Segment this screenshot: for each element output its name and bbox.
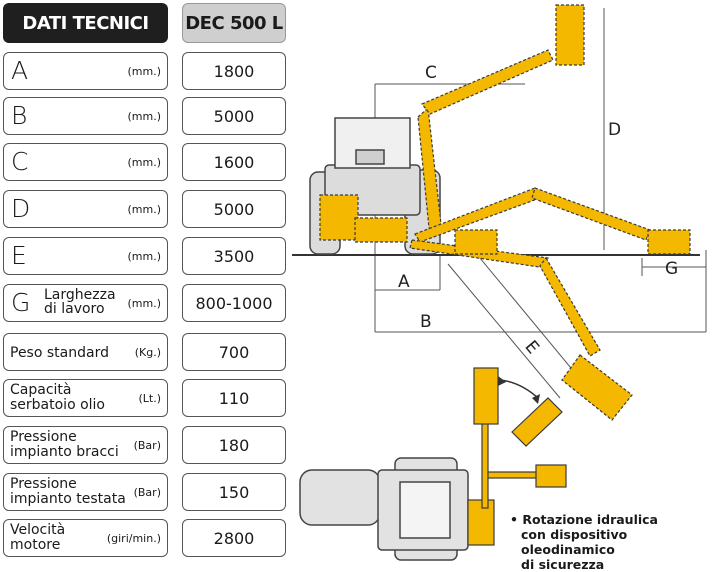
spec-row-peso: Peso standard (Kg.) 700 bbox=[3, 333, 286, 371]
table-header-title: DATI TECNICI bbox=[3, 3, 168, 43]
spec-label-box: A (mm.) bbox=[3, 52, 168, 90]
spec-line1: Pressione bbox=[10, 429, 77, 445]
spec-label-box: E (mm.) bbox=[3, 237, 168, 275]
spec-row-b: B (mm.) 5000 bbox=[3, 97, 286, 135]
spec-value: 180 bbox=[182, 426, 286, 464]
arm-side-view bbox=[319, 4, 691, 421]
spec-value: 2800 bbox=[182, 519, 286, 557]
spec-value: 1800 bbox=[182, 52, 286, 90]
spec-unit: (mm.) bbox=[127, 65, 161, 78]
note-line3: di sicurezza bbox=[521, 557, 605, 572]
spec-line1: Velocità bbox=[10, 522, 66, 538]
dim-label-g: G bbox=[665, 259, 678, 279]
spec-unit: (mm.) bbox=[127, 203, 161, 216]
spec-unit: (mm.) bbox=[127, 156, 161, 169]
spec-unit: (Bar) bbox=[133, 486, 161, 499]
tractor-top-icon bbox=[299, 457, 469, 561]
spec-row-a: A (mm.) 1800 bbox=[3, 52, 286, 90]
dimension-lines bbox=[374, 8, 707, 399]
spec-label-box: C (mm.) bbox=[3, 143, 168, 181]
spec-value: 1600 bbox=[182, 143, 286, 181]
rotation-note: • Rotazione idraulica con dispositivo ol… bbox=[510, 512, 712, 572]
spec-row-c: C (mm.) 1600 bbox=[3, 143, 286, 181]
spec-line2: impianto testata bbox=[10, 491, 126, 507]
spec-line2: serbatoio olio bbox=[10, 397, 105, 413]
spec-letter: A bbox=[11, 56, 29, 85]
spec-unit: (Lt.) bbox=[138, 392, 161, 405]
spec-value: 5000 bbox=[182, 190, 286, 228]
spec-line2: motore bbox=[10, 537, 61, 553]
spec-value: 3500 bbox=[182, 237, 286, 275]
spec-value: 700 bbox=[182, 333, 286, 371]
dim-label-c: C bbox=[425, 63, 437, 83]
spec-line1: Peso standard bbox=[10, 345, 109, 361]
spec-letter: B bbox=[11, 101, 28, 130]
spec-value: 800-1000 bbox=[182, 284, 286, 322]
spec-row-d: D (mm.) 5000 bbox=[3, 190, 286, 228]
note-line1: • Rotazione idraulica bbox=[510, 512, 658, 527]
spec-unit: (mm.) bbox=[127, 110, 161, 123]
rotation-arrow-icon bbox=[499, 379, 539, 399]
note-line2: con dispositivo oleodinamico bbox=[521, 527, 628, 557]
spec-label-box: B (mm.) bbox=[3, 97, 168, 135]
spec-row-e: E (mm.) 3500 bbox=[3, 237, 286, 275]
spec-label-box: D (mm.) bbox=[3, 190, 168, 228]
dim-label-a: A bbox=[398, 272, 410, 292]
spec-letter: C bbox=[11, 147, 29, 176]
arm-top-view bbox=[467, 367, 567, 546]
spec-line2: di lavoro bbox=[44, 301, 105, 317]
spec-unit: (mm.) bbox=[127, 297, 161, 310]
arrow-head-icon bbox=[498, 376, 506, 386]
spec-line1: Pressione bbox=[10, 476, 77, 492]
spec-unit: (Kg.) bbox=[134, 346, 161, 359]
spec-line1: Capacità bbox=[10, 382, 72, 398]
spec-value: 110 bbox=[182, 379, 286, 417]
spec-value: 5000 bbox=[182, 97, 286, 135]
spec-value: 150 bbox=[182, 473, 286, 511]
spec-line2: impianto bracci bbox=[10, 444, 119, 460]
dim-label-b: B bbox=[420, 312, 432, 332]
spec-letter: D bbox=[11, 194, 31, 223]
spec-letter: E bbox=[11, 241, 27, 270]
spec-letter: G bbox=[11, 288, 31, 317]
table-header-model: DEC 500 L bbox=[182, 3, 286, 43]
spec-unit: (Bar) bbox=[133, 439, 161, 452]
arrow-head-icon bbox=[532, 394, 540, 404]
spec-label-box: Peso standard (Kg.) bbox=[3, 333, 168, 371]
spec-unit: (mm.) bbox=[127, 250, 161, 263]
spec-line1: Larghezza bbox=[44, 287, 116, 303]
dim-label-d: D bbox=[608, 120, 621, 140]
spec-unit: (giri/min.) bbox=[106, 532, 161, 545]
